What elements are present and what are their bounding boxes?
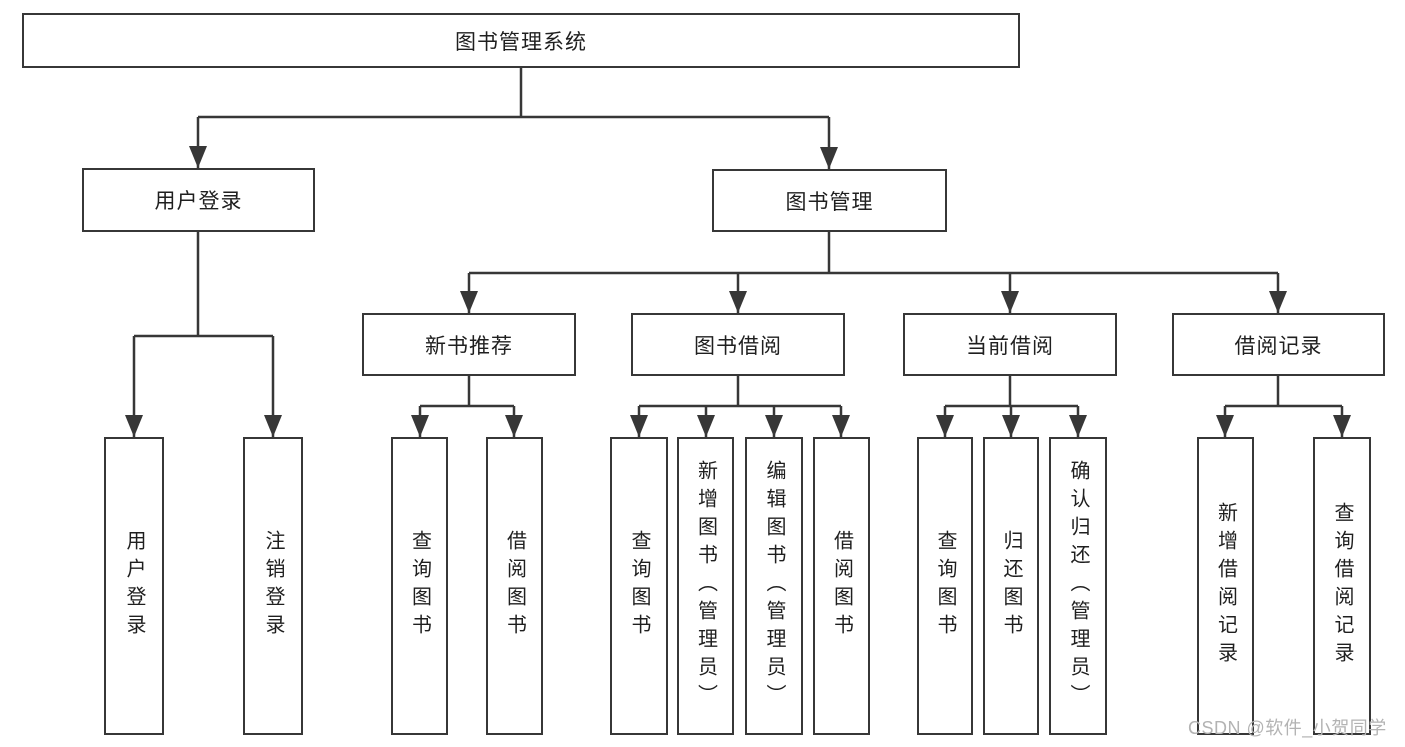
leaf-recommend-search-book: 查询图书 <box>391 437 448 735</box>
node-borrow-records: 借阅记录 <box>1172 313 1385 376</box>
leaf-borrow-book: 借阅图书 <box>813 437 870 735</box>
leaf-add-borrow-record: 新增借阅记录 <box>1197 437 1254 735</box>
leaf-confirm-return-admin: 确认归还（管理员） <box>1049 437 1107 735</box>
node-user-login: 用户登录 <box>82 168 315 232</box>
leaf-recommend-borrow-book: 借阅图书 <box>486 437 543 735</box>
watermark: CSDN @软件_小贺同学 <box>1188 718 1387 738</box>
node-current-borrow: 当前借阅 <box>903 313 1117 376</box>
leaf-edit-book-admin: 编辑图书（管理员） <box>745 437 803 735</box>
node-book-management: 图书管理 <box>712 169 947 232</box>
node-new-book-recommend: 新书推荐 <box>362 313 576 376</box>
leaf-search-borrow-record: 查询借阅记录 <box>1313 437 1371 735</box>
node-book-borrow: 图书借阅 <box>631 313 845 376</box>
leaf-current-search-book: 查询图书 <box>917 437 973 735</box>
leaf-user-login: 用户登录 <box>104 437 164 735</box>
node-root: 图书管理系统 <box>22 13 1020 68</box>
connector-group <box>125 68 1351 437</box>
leaf-add-book-admin: 新增图书（管理员） <box>677 437 734 735</box>
leaf-logout: 注销登录 <box>243 437 303 735</box>
leaf-borrow-search-book: 查询图书 <box>610 437 668 735</box>
leaf-return-book: 归还图书 <box>983 437 1039 735</box>
